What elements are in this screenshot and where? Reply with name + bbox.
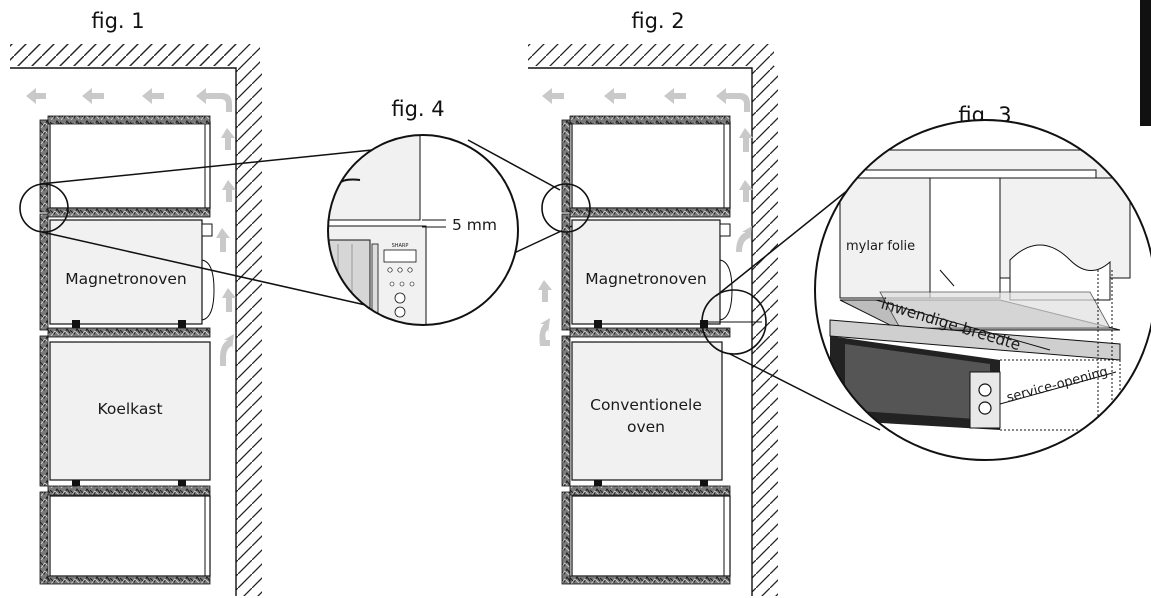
zoom-line-1 (39, 149, 373, 185)
fig2-wall-outline (528, 67, 753, 596)
fig4-circle (327, 134, 519, 326)
zoom-line-3 (467, 139, 561, 191)
fig1-fridge-box (49, 341, 211, 481)
fig4-label: fig. 4 (391, 97, 444, 121)
zoom-line-6 (729, 353, 881, 431)
fig2-microwave-box (571, 219, 721, 325)
fig1-label: fig. 1 (91, 9, 144, 33)
zoom-line-5 (715, 189, 849, 297)
fig1-bottom-cabinet (49, 495, 211, 577)
fig2-zoom-circle-side (701, 289, 767, 355)
fig3-group: fig. 3 (814, 103, 1151, 461)
zoom-line-2 (41, 231, 371, 307)
fig1-microwave-label: Magnetronoven (65, 270, 187, 288)
fig2-oven-label-line2: oven (627, 418, 665, 436)
fig1-wall-hatch (236, 66, 262, 596)
fig2-oven-box (571, 341, 723, 481)
fig1-microwave-box (49, 219, 203, 325)
fig1-group: fig. 1 Magnetr (10, 9, 262, 596)
page-corner-tab (1140, 0, 1151, 126)
fig2-bottom-cabinet (571, 495, 731, 577)
fig4-group: fig. 4 SHARP 5 mm (327, 97, 519, 326)
fig1-top-cabinet (49, 121, 211, 209)
fig4-brand: SHARP (392, 243, 409, 249)
fig1-airflow-arrows (26, 88, 236, 366)
fig1-fridge-label: Koelkast (97, 400, 162, 418)
fig2-zoom-circle-top (541, 183, 591, 233)
fig3-circle (814, 119, 1151, 461)
gap-label: 5 mm (452, 216, 497, 234)
mylar-label: mylar folie (846, 239, 915, 254)
fig2-ceiling-hatch (528, 44, 774, 66)
fig2-label: fig. 2 (631, 9, 684, 33)
fig1-wall-outline (10, 67, 237, 596)
fig2-top-cabinet (571, 121, 731, 209)
fig2-oven-label-line1: Conventionele (590, 396, 702, 414)
fig2-group: fig. 2 Magnetronoven (528, 9, 778, 596)
fig2-microwave-label: Magnetronoven (585, 270, 707, 288)
fig2-airflow-arrows (538, 88, 753, 346)
